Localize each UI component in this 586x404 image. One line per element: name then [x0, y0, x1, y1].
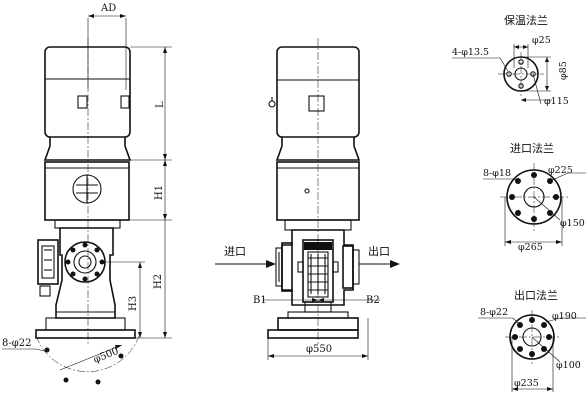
front-view: AD: [2, 3, 172, 385]
front-inlet-flange: [64, 241, 106, 283]
outlet-flange-title: 出口法兰: [514, 288, 558, 302]
motor-body: [44, 46, 131, 138]
inlet-holes-label: 8-φ18: [483, 168, 511, 179]
side-view: 进口 出口 B1 B2 φ550: [215, 38, 400, 360]
b2-label: B2: [366, 295, 380, 306]
base-width-label: φ550: [306, 344, 332, 355]
h3-dimension: H3: [128, 296, 139, 311]
inlet-flange-title: 进口法兰: [510, 141, 554, 155]
insulation-holes-label: 4-φ13.5: [452, 47, 489, 58]
outlet-holes-label: 8-φ22: [480, 307, 508, 318]
b1-label: B1: [253, 295, 267, 306]
outlet-label: 出口: [368, 244, 390, 258]
outlet-pitch-label: φ235: [514, 378, 539, 389]
insulation-outer-label: φ85: [558, 61, 569, 80]
insulation-bore-label: φ25: [532, 35, 551, 46]
base-circle-label: φ500: [92, 346, 120, 366]
inlet-flange-detail: 进口法兰 8-φ18 φ225 φ150 φ265: [483, 141, 586, 253]
outlet-bore-label: φ100: [556, 360, 581, 371]
insulation-flange-title: 保温法兰: [504, 13, 548, 27]
bolt-holes-label: 8-φ22: [2, 338, 31, 349]
h2-dimension: H2: [153, 274, 164, 289]
side-inlet-flange: [281, 242, 293, 292]
side-outlet-flange: [342, 245, 354, 289]
inlet-outer-label: φ225: [548, 165, 573, 176]
insulation-pitch-label: φ115: [544, 96, 569, 107]
outlet-flange-detail: 出口法兰 8-φ22 φ190 φ100 φ235: [478, 288, 586, 392]
inlet-label: 进口: [224, 245, 246, 258]
ad-label: AD: [100, 3, 116, 14]
outlet-outer-label: φ190: [552, 311, 577, 322]
inlet-pitch-label: φ265: [518, 242, 543, 253]
h1-dimension: H1: [154, 185, 165, 200]
insulation-flange-detail: 保温法兰 φ25 4-φ13.5 φ85 φ115: [452, 13, 569, 107]
inlet-bore-label: φ150: [560, 218, 585, 229]
l-dimension: L: [155, 101, 166, 108]
